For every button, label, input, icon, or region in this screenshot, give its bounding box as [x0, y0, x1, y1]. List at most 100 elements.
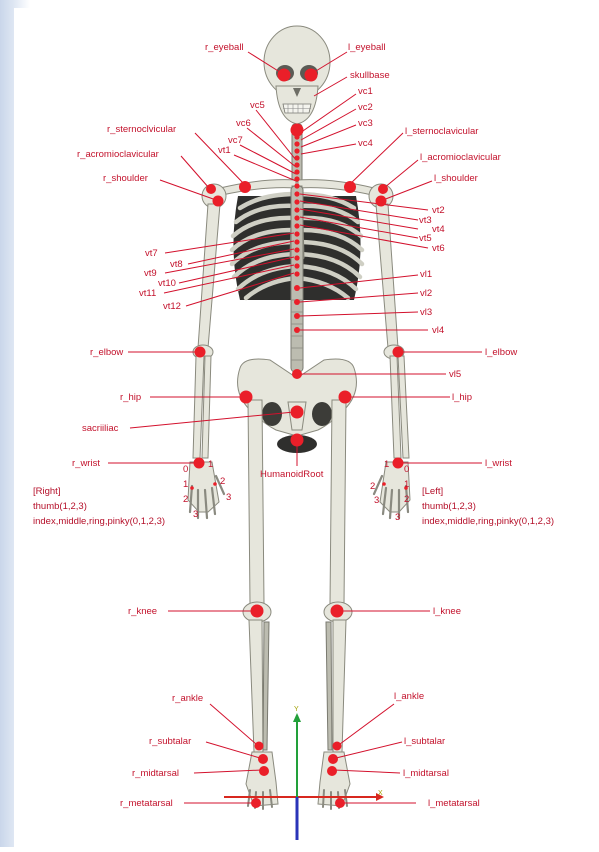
joint-l-metatarsal: [335, 798, 345, 808]
finger-digit: 3: [193, 509, 198, 520]
finger-digit: 3: [374, 495, 379, 506]
joint-vc2: [294, 141, 299, 146]
label-l-knee: l_knee: [433, 606, 461, 617]
label-r-shoulder: r_shoulder: [103, 173, 148, 184]
joint-l-subtalar: [328, 754, 338, 764]
right-hand-note-thumb: thumb(1,2,3): [33, 501, 87, 512]
label-l-hip: l_hip: [452, 392, 472, 403]
joint-r-ankle: [255, 742, 264, 751]
x-axis-label: X: [378, 790, 383, 797]
skeleton-joint-diagram: Y X: [14, 8, 599, 847]
label-vc1: vc1: [358, 86, 373, 97]
joint-vt7: [294, 231, 299, 236]
finger-digit: 3: [226, 492, 231, 503]
joint-r-finger: [213, 482, 217, 486]
label-vc6: vc6: [236, 118, 251, 129]
joint-vc4: [294, 155, 299, 160]
joint-vc5: [294, 162, 299, 167]
joint-l-acromioclavicular: [378, 184, 388, 194]
joint-vt2: [294, 191, 299, 196]
label-r-wrist: r_wrist: [72, 458, 100, 469]
joint-r-wrist: [194, 458, 205, 469]
label-vl4: vl4: [432, 325, 444, 336]
joint-l-sternoclavicular: [344, 181, 356, 193]
left-hand-note: [Left] thumb(1,2,3) index,middle,ring,pi…: [422, 486, 554, 527]
finger-digit: 2: [404, 494, 409, 505]
label-sacroiliac: sacriiliac: [82, 423, 119, 434]
label-r-acromioclavicular: r_acromioclavicular: [77, 149, 159, 160]
joint-l-wrist: [393, 458, 404, 469]
right-hand-note: [Right] thumb(1,2,3) index,middle,ring,p…: [33, 486, 165, 527]
joint-vt8: [294, 239, 299, 244]
label-vl2: vl2: [420, 288, 432, 299]
joint-r-sternoclavicular: [239, 181, 251, 193]
joint-l-knee: [331, 605, 344, 618]
label-vc2: vc2: [358, 102, 373, 113]
finger-digit: 0: [404, 464, 409, 475]
y-axis-arrow-icon: [293, 713, 301, 722]
label-r-elbow: r_elbow: [90, 347, 123, 358]
label-l-metatarsal: l_metatarsal: [428, 798, 480, 809]
joint-r-eyeball: [278, 69, 291, 82]
figure-card: Y X: [14, 8, 599, 847]
label-r-ankle: r_ankle: [172, 693, 203, 704]
label-vl3: vl3: [420, 307, 432, 318]
right-hand-note-fingers: index,middle,ring,pinky(0,1,2,3): [33, 516, 165, 527]
joint-r-finger: [190, 486, 194, 490]
finger-digit: 2: [370, 481, 375, 492]
joint-humanoid-root: [291, 434, 304, 447]
joint-l-midtarsal: [327, 766, 337, 776]
joint-r-elbow: [195, 347, 206, 358]
finger-digit: 1: [384, 459, 389, 470]
joint-r-subtalar: [258, 754, 268, 764]
label-vl5: vl5: [449, 369, 461, 380]
joint-r-hip: [240, 391, 253, 404]
label-r-subtalar: r_subtalar: [149, 736, 191, 747]
label-vc5: vc5: [250, 100, 265, 111]
joint-markers: [190, 69, 408, 809]
joint-vl4: [294, 327, 300, 333]
label-vt4: vt4: [432, 224, 445, 235]
label-vt6: vt6: [432, 243, 445, 254]
joint-vc7: [294, 176, 299, 181]
finger-digit: 2: [183, 494, 188, 505]
label-vt8: vt8: [170, 259, 183, 270]
label-vt5: vt5: [419, 233, 432, 244]
joint-vc6: [294, 169, 299, 174]
label-l-eyeball: l_eyeball: [348, 42, 386, 53]
joint-vt6: [294, 223, 299, 228]
joint-l-hip: [339, 391, 352, 404]
label-vt7: vt7: [145, 248, 158, 259]
label-l-elbow: l_elbow: [485, 347, 517, 358]
joint-vl5: [292, 369, 302, 379]
joint-r-metatarsal: [251, 798, 261, 808]
joint-vl3: [294, 313, 300, 319]
joint-vc1: [294, 134, 299, 139]
joint-vt11: [294, 263, 299, 268]
finger-digit: 1: [183, 479, 188, 490]
label-r-eyeball: r_eyeball: [205, 42, 244, 53]
joint-vt12: [294, 271, 299, 276]
label-l-wrist: l_wrist: [485, 458, 512, 469]
label-vt11: vt11: [139, 288, 156, 299]
label-vt12: vt12: [163, 301, 181, 312]
joint-vc3: [294, 148, 299, 153]
joint-r-midtarsal: [259, 766, 269, 776]
left-hand-note-thumb: thumb(1,2,3): [422, 501, 476, 512]
joint-vt10: [294, 255, 299, 260]
right-hand-note-title: [Right]: [33, 486, 60, 497]
label-humanoid-root: HumanoidRoot: [260, 469, 324, 480]
joint-vt5: [294, 215, 299, 220]
left-hand-note-fingers: index,middle,ring,pinky(0,1,2,3): [422, 516, 554, 527]
label-r-hip: r_hip: [120, 392, 141, 403]
finger-digit: 0: [183, 464, 188, 475]
joint-vt4: [294, 207, 299, 212]
label-r-metatarsal: r_metatarsal: [120, 798, 173, 809]
label-vt3: vt3: [419, 215, 432, 226]
joint-vl2: [294, 299, 300, 305]
joint-vt9: [294, 247, 299, 252]
joint-l-shoulder: [376, 196, 387, 207]
label-l-sternoclavicular: l_sternoclavicular: [405, 126, 478, 137]
joint-r-shoulder: [213, 196, 224, 207]
